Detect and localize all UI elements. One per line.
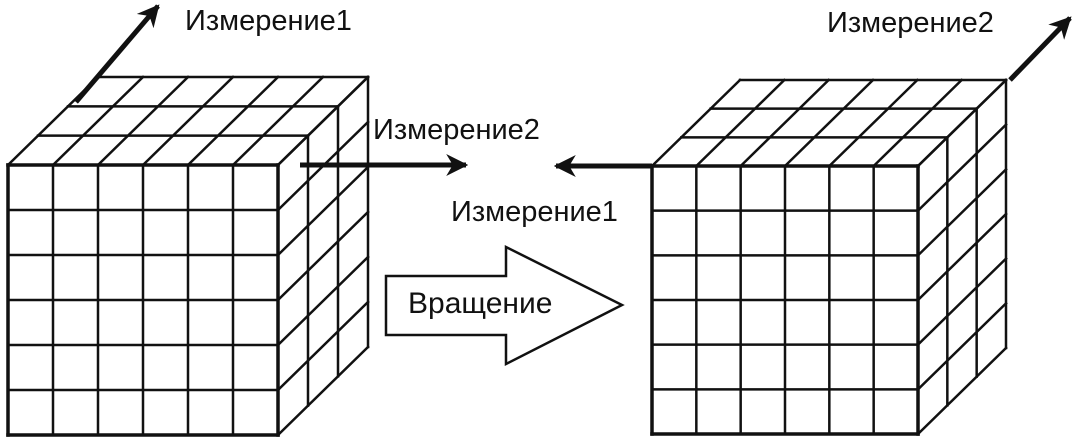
side-grid-line [276, 255, 370, 347]
side-grid-line [916, 212, 1008, 302]
top-grid-line [871, 78, 964, 168]
top-grid-line [231, 75, 325, 167]
side-grid-line [916, 256, 1008, 347]
top-grid-line [186, 75, 280, 167]
top-grid-line [141, 75, 235, 167]
side-grid-line [276, 300, 370, 392]
top-grid-line [738, 78, 831, 168]
top-grid-line [650, 78, 742, 168]
right-cube [650, 78, 1008, 436]
left-cube [6, 75, 370, 437]
right-axis-dimension1-label: Измерение1 [451, 196, 618, 228]
side-grid-line [276, 165, 370, 257]
right-axis-dimension2-label: Измерение2 [827, 7, 994, 39]
side-grid-line [916, 346, 1008, 436]
top-grid-line [96, 75, 190, 167]
side-grid-line [916, 122, 1008, 213]
top-grid-line [694, 78, 787, 168]
side-grid-line [916, 78, 1008, 168]
rotation-arrow-shape [384, 244, 625, 367]
side-grid-line [276, 345, 370, 437]
rotation-label: Вращение [408, 287, 552, 320]
side-grid-line [276, 210, 370, 302]
left-axis-dimension1-arrow [74, 4, 160, 104]
top-grid-line [783, 78, 875, 168]
side-grid-line [916, 167, 1008, 258]
left-axis-dimension1-label: Измерение1 [185, 5, 352, 37]
side-grid-line [916, 301, 1008, 392]
left-axis-dimension2-label: Измерение2 [373, 114, 540, 146]
top-grid-line [827, 78, 920, 168]
side-grid-line [276, 75, 370, 167]
top-grid-line [51, 75, 145, 167]
right-axis-dimension2-arrow [1008, 16, 1072, 82]
